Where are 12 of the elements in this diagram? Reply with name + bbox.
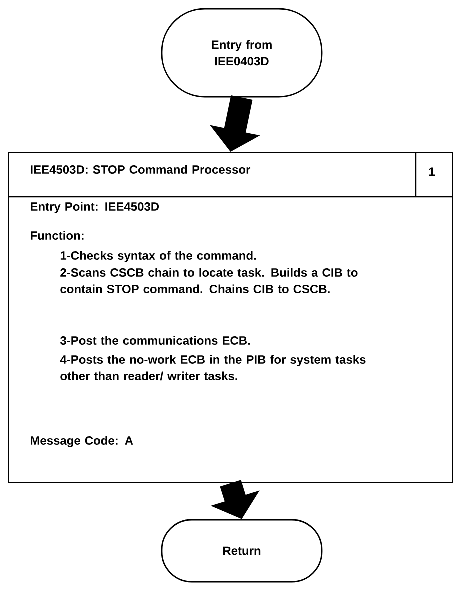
process-box <box>8 152 454 484</box>
function-step: 3-Post the communications ECB. <box>60 336 250 346</box>
entry-point: Entry Point: IEE4503D <box>31 202 160 214</box>
function-step: 2-Scans CSCB chain to locate task. Builds a CIB to contain STOP command. Chains CIB to CSCB. <box>60 268 358 294</box>
section-heading: Function: <box>31 231 84 240</box>
terminal-box: Entry from IEE0403D <box>161 8 323 98</box>
function-step: 4-Posts the no-work ECB in the PIB for system tasks other than reader/ writer tasks. <box>60 355 366 381</box>
function-step: 1-Checks syntax of the command. <box>60 251 256 262</box>
header-title: IEE4503D: STOP Command Processor <box>31 165 251 174</box>
page-number: 1 <box>429 168 435 176</box>
message-code: Message Code: A <box>31 436 134 448</box>
terminal-box: Return <box>161 519 323 583</box>
